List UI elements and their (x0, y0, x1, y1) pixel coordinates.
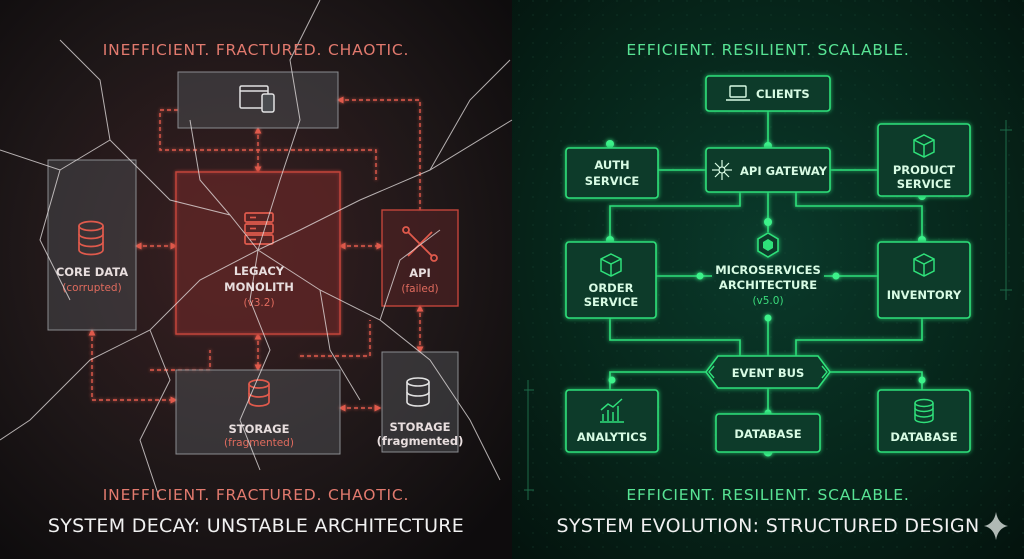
database-icon (914, 398, 934, 424)
storage-right-label: STORAGE (390, 420, 451, 434)
hexagon-icon (757, 232, 779, 258)
storage-center-status: (fragmented) (224, 437, 294, 449)
inventory-label: INVENTORY (887, 288, 962, 302)
order-service-node: ORDER SERVICE (565, 241, 657, 319)
event-bus-label: EVENT BUS (732, 366, 804, 380)
monolith-version: (v3.2) (243, 297, 274, 309)
core-data-node: CORE DATA (corrupted) (47, 159, 137, 331)
microservices-hub: MICROSERVICES ARCHITECTURE (v5.0) (715, 232, 821, 307)
core-data-label: CORE DATA (56, 265, 128, 279)
network-hub-icon (712, 160, 732, 180)
database-icon (406, 377, 430, 407)
laptop-icon (726, 85, 750, 101)
database-right-label: DATABASE (890, 430, 957, 444)
storage-center-label: STORAGE (229, 422, 290, 436)
center-line2: ARCHITECTURE (719, 278, 817, 292)
product-line2: SERVICE (897, 177, 952, 191)
analytics-node: ANALYTICS (565, 389, 659, 453)
left-connectors (88, 96, 424, 412)
bar-chart-icon (600, 398, 624, 423)
tools-icon (402, 226, 438, 262)
storage-right-status: (fragmented) (377, 434, 464, 448)
auth-line1: AUTH (594, 158, 629, 172)
center-line1: MICROSERVICES (715, 263, 821, 277)
order-line2: SERVICE (584, 295, 639, 309)
left-bottom-tagline: INEFFICIENT. FRACTURED. CHAOTIC. (103, 486, 409, 504)
gateway-label: API GATEWAY (740, 164, 828, 178)
database-icon (248, 379, 270, 407)
product-service-node: PRODUCT SERVICE (877, 123, 971, 197)
database-icon (78, 220, 104, 256)
api-gateway-node: API GATEWAY (705, 147, 831, 193)
api-node: API (failed) (381, 209, 459, 307)
crack-overlay (0, 0, 513, 501)
right-caption: SYSTEM EVOLUTION: STRUCTURED DESIGN (557, 515, 980, 537)
database-center-label: DATABASE (734, 427, 801, 441)
order-line1: ORDER (589, 281, 634, 295)
right-bottom-tagline: EFFICIENT. RESILIENT. SCALABLE. (626, 486, 909, 504)
sparkle-icon (984, 512, 1008, 540)
auth-line2: SERVICE (585, 174, 640, 188)
core-data-status: (corrupted) (62, 282, 121, 294)
analytics-label: ANALYTICS (577, 430, 647, 444)
event-bus-node: EVENT BUS (705, 355, 831, 389)
right-connectors (609, 111, 923, 414)
box-icon (600, 253, 622, 277)
left-top-tagline: INEFFICIENT. FRACTURED. CHAOTIC. (103, 41, 409, 59)
inventory-node: INVENTORY (877, 241, 971, 319)
left-caption: SYSTEM DECAY: UNSTABLE ARCHITECTURE (48, 515, 464, 537)
browser-device-icon (239, 85, 275, 113)
clients-label: CLIENTS (756, 87, 810, 101)
database-center-node: DATABASE (715, 413, 821, 453)
monolith-line1: LEGACY (234, 264, 285, 278)
storage-right-node: STORAGE (fragmented) (377, 351, 464, 453)
server-stack-icon (244, 212, 274, 245)
clients-node: CLIENTS (705, 75, 831, 112)
api-status: (failed) (401, 283, 438, 295)
api-label: API (409, 266, 431, 280)
auth-service-node: AUTH SERVICE (565, 147, 659, 199)
right-top-tagline: EFFICIENT. RESILIENT. SCALABLE. (626, 41, 909, 59)
box-icon (913, 134, 935, 158)
client-device-box (177, 71, 339, 129)
database-right-node: DATABASE (877, 389, 971, 453)
box-icon (913, 253, 935, 277)
center-version: (v5.0) (752, 295, 783, 307)
monolith-line2: MONOLITH (224, 280, 294, 294)
tech-decorations (524, 120, 1012, 500)
product-line1: PRODUCT (893, 163, 955, 177)
storage-center-node: STORAGE (fragmented) (175, 369, 341, 455)
